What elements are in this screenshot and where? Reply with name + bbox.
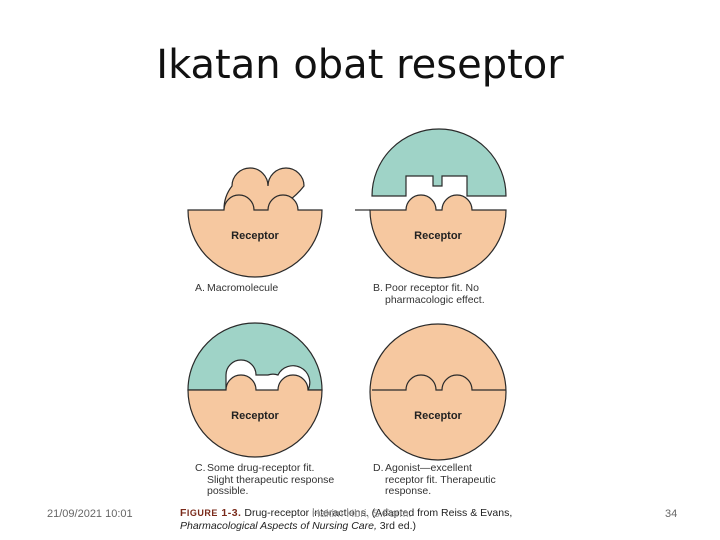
receptor-label-c: Receptor	[231, 410, 279, 422]
figure-label: FIGURE 1-3.	[180, 507, 242, 519]
figure-source: Pharmacological Aspects of Nursing Care,	[180, 519, 377, 532]
figure-caption: FIGURE 1-3. Drug-receptor interactions. …	[180, 507, 512, 532]
panel-b-caption: B.Poor receptor fit. No pharmacologic ef…	[373, 282, 485, 306]
panel-c-receptor-drug: Receptor	[187, 322, 323, 458]
receptor-label-d: Receptor	[414, 410, 462, 422]
panel-b-caption-text: Poor receptor fit. No pharmacologic effe…	[385, 282, 485, 306]
panel-a-receptor: Receptor	[187, 167, 323, 278]
drug-receptor-diagram: Receptor Receptor Receptor Receptor	[187, 128, 507, 461]
panel-b-receptor-drug: Receptor	[355, 128, 507, 279]
panel-d-receptor-drug: Receptor	[369, 323, 507, 461]
panel-c-caption-text: Some drug-receptor fit. Slight therapeut…	[207, 462, 335, 497]
page-number: 34	[665, 508, 678, 520]
panel-d-caption: D.Agonist—excellent receptor fit. Therap…	[373, 462, 496, 497]
panel-d-caption-text: Agonist—excellent receptor fit. Therapeu…	[385, 462, 496, 497]
footer-author: Hakim Hbri, S.Farm.	[312, 508, 412, 520]
slide-title: Ikatan obat reseptor	[156, 42, 564, 88]
panel-a-caption: A.Macromolecule	[195, 282, 279, 294]
receptor-label-b: Receptor	[414, 230, 462, 242]
footer-date: 21/09/2021 10:01	[47, 508, 133, 520]
figure-edition: 3rd ed.)	[379, 519, 416, 532]
panel-c-caption: C.Some drug-receptor fit. Slight therape…	[195, 462, 335, 497]
figure-caption-text: Drug-receptor interactions. (Adapted fro…	[244, 507, 513, 519]
receptor-label-a: Receptor	[231, 230, 279, 242]
